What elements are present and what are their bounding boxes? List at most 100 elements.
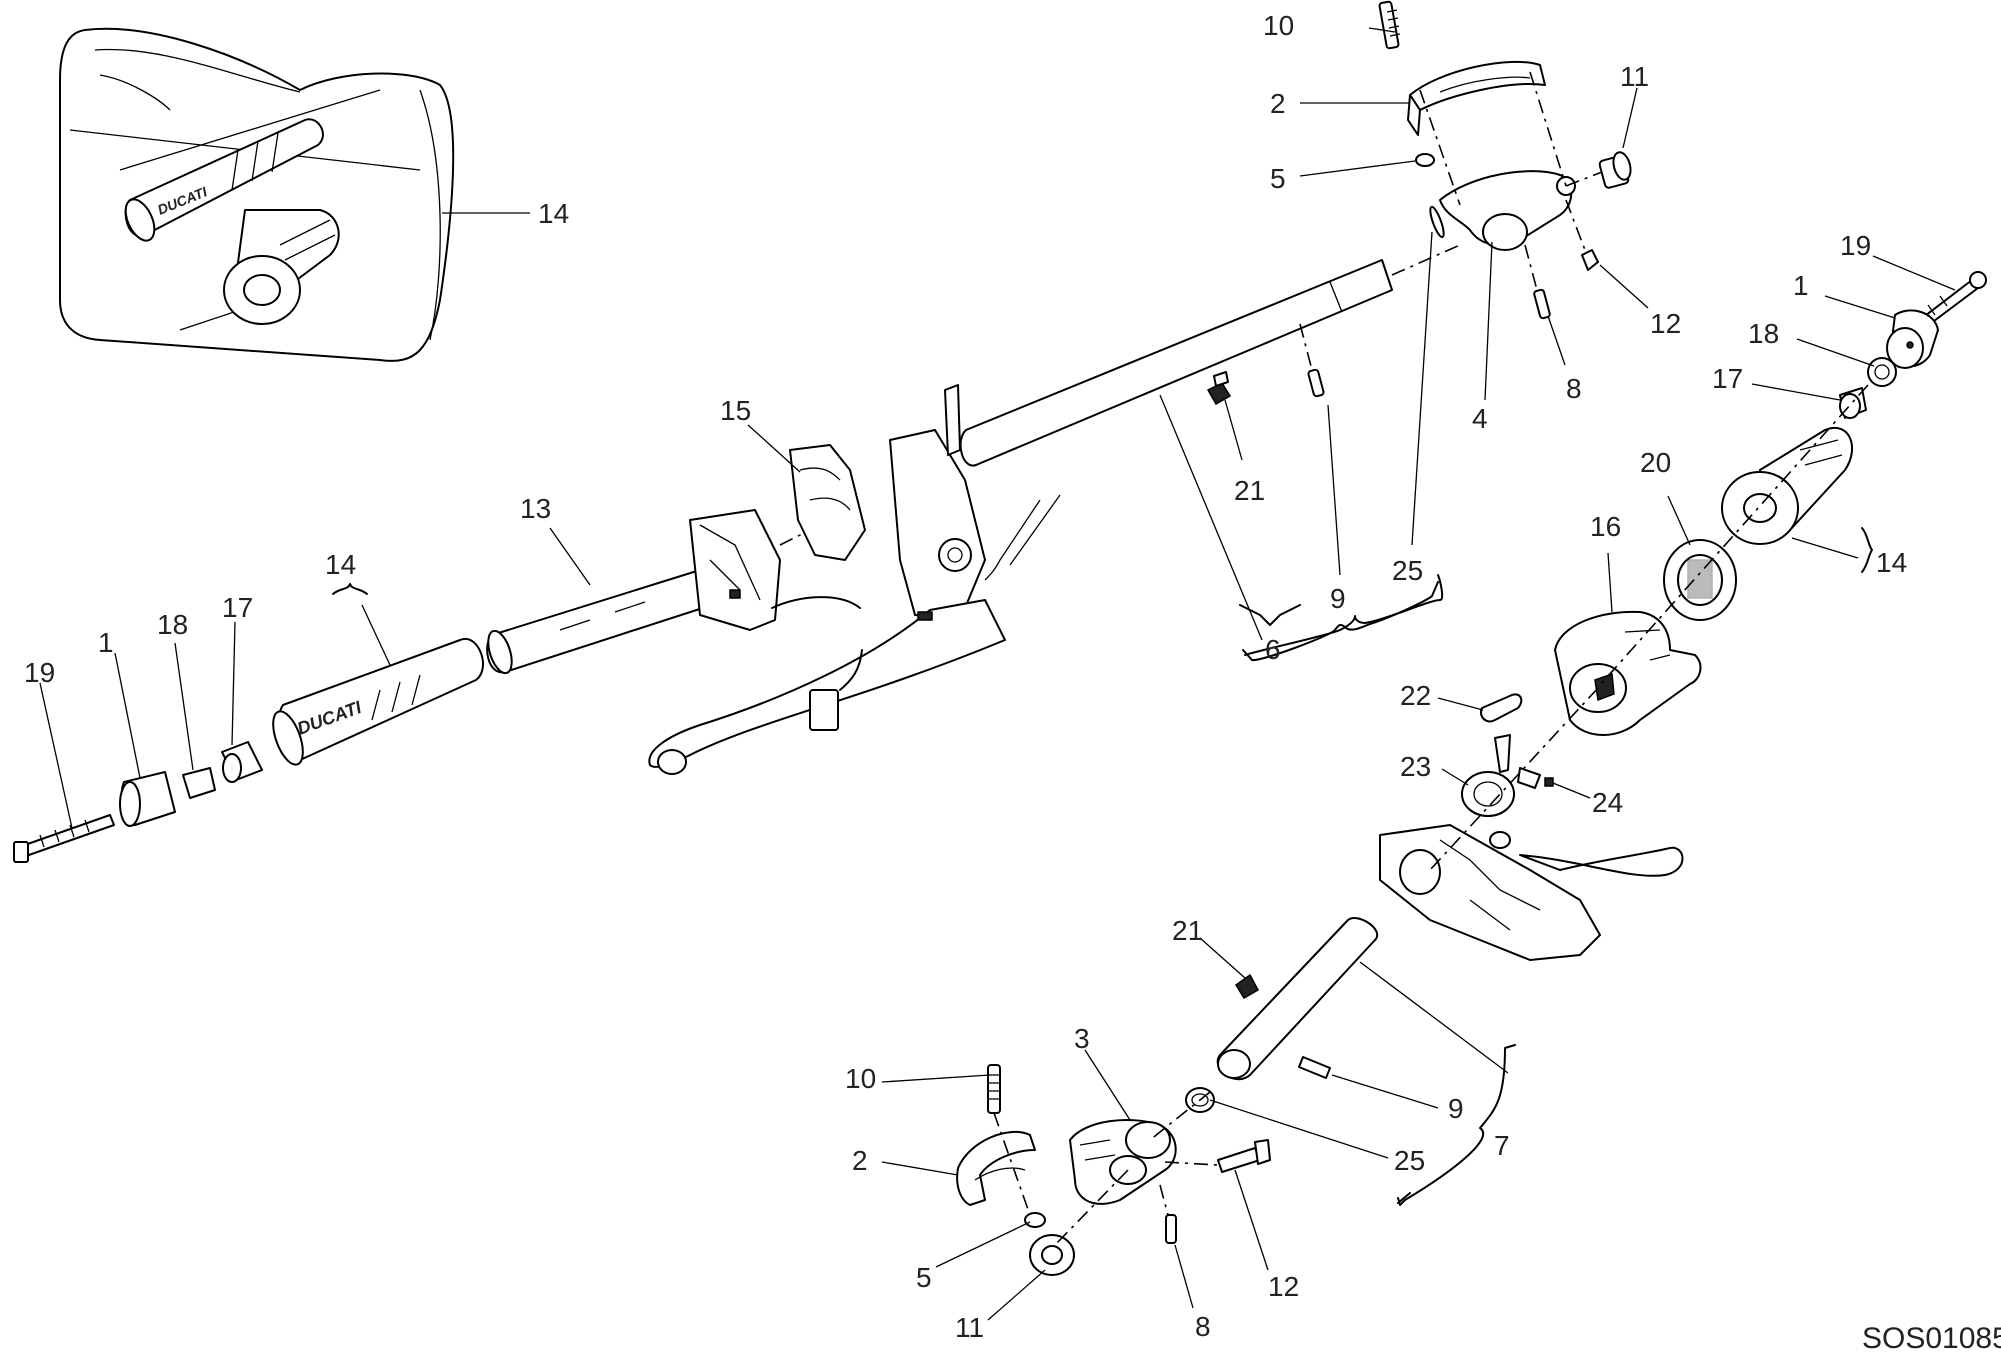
leader-bot-25: [1209, 1099, 1389, 1159]
label-left-14: 14: [325, 549, 356, 580]
clamp-upper-top: [1407, 60, 1576, 251]
lever-22: [1480, 693, 1523, 723]
left-controls-assembly: 15 13: [486, 384, 1061, 775]
pin-8-top: [1307, 368, 1325, 398]
cover-15: [789, 444, 866, 561]
brace-14-left: [332, 583, 368, 595]
right-grip-assembly: 19 1 18 17 20 14 16 22 23 24: [1379, 230, 1987, 961]
label-right-23: 23: [1400, 751, 1431, 782]
brace-14-right: [1861, 527, 1873, 573]
label-bot-21: 21: [1172, 915, 1203, 946]
leader-right-24: [1552, 782, 1591, 799]
leader-bot-3: [1084, 1049, 1131, 1121]
o-ring-25-top: [1429, 205, 1445, 239]
switch-16: [1554, 610, 1702, 736]
label-bot-2: 2: [852, 1145, 868, 1176]
label-left-19: 19: [24, 657, 55, 688]
leader-right-16: [1607, 552, 1613, 613]
bolt-10-top: [1378, 0, 1401, 50]
leader-bot-12: [1234, 1169, 1269, 1271]
leader-bot-10: [881, 1074, 991, 1083]
top-handlebar-assembly: 6 10 2 5 11 12 8 4 25 9 21: [959, 0, 1681, 665]
label-bot-25: 25: [1394, 1145, 1425, 1176]
bottom-handlebar-assembly: 21 3 10 2 5 11 8 12 9 25 7: [845, 915, 1516, 1343]
leader-left-18: [174, 642, 194, 771]
label-bot-12: 12: [1268, 1271, 1299, 1302]
leader-left-17: [231, 621, 236, 746]
label-right-17: 17: [1712, 363, 1743, 394]
pin-9-bottom: [1298, 1056, 1331, 1079]
label-right-22: 22: [1400, 680, 1431, 711]
spacer-18-right: [1867, 357, 1897, 387]
inset-grip-left: DUCATI: [124, 118, 324, 242]
leader-top-12: [1599, 264, 1649, 309]
label-bot-9: 9: [1448, 1093, 1464, 1124]
clamp-23: [1461, 734, 1541, 817]
brake-master-cylinder: [648, 384, 1061, 775]
label-right-18: 18: [1748, 318, 1779, 349]
washer-5-bottom: [1024, 1212, 1046, 1228]
leader-left-19: [39, 682, 73, 829]
leader-bot-5: [935, 1221, 1031, 1268]
leader-right-1: [1824, 295, 1896, 319]
leader-top-10: [1368, 27, 1396, 33]
leader-left-1: [114, 652, 141, 779]
nut-21-bottom: [1234, 973, 1260, 1000]
handlebar-tube-6: [959, 259, 1393, 467]
leader-right-22: [1437, 697, 1484, 711]
plug-11-bottom: [1029, 1234, 1075, 1276]
label-right-20: 20: [1640, 447, 1671, 478]
label-right-14: 14: [1876, 547, 1907, 578]
right-brake-lever-assembly: [1379, 824, 1684, 961]
label-top-6: 6: [1265, 634, 1281, 665]
leader-top-4: [1484, 241, 1493, 401]
leader-top-6: [1159, 394, 1263, 641]
leader-bot-9: [1331, 1074, 1439, 1109]
label-top-11: 11: [1620, 61, 1649, 92]
label-left-13: 13: [520, 493, 551, 524]
bolt-12-top: [1565, 199, 1599, 271]
label-left-18: 18: [157, 609, 188, 640]
leader-bot-11: [987, 1269, 1046, 1321]
grip-14-left: [277, 637, 484, 762]
label-bot-11: 11: [955, 1312, 984, 1343]
label-top-5: 5: [1270, 163, 1286, 194]
label-right-1: 1: [1793, 270, 1809, 301]
leader-right-23: [1441, 768, 1469, 786]
clamp-lower-4: [1439, 170, 1573, 247]
inset-grip-package: DUCATI 14: [59, 27, 569, 362]
bolt-12-bottom: [1164, 1139, 1271, 1173]
nut-21-top: [1206, 382, 1232, 406]
label-inset-14: 14: [538, 198, 569, 229]
clamp-2-bottom: [956, 1130, 1036, 1206]
clamp-3: [1069, 1119, 1177, 1205]
label-top-12: 12: [1650, 308, 1681, 339]
bolt-10-bottom: [987, 1064, 1031, 1216]
plug-11-top: [1565, 151, 1632, 189]
label-left-17: 17: [222, 592, 253, 623]
label-left-1: 1: [98, 627, 114, 658]
housing-20: [1663, 539, 1737, 621]
label-top-9: 9: [1330, 583, 1346, 614]
label-bot-10: 10: [845, 1063, 876, 1094]
spacer-18-left: [182, 767, 216, 799]
drawing-code: SOS01085: [1862, 1322, 2001, 1355]
leader-top-11: [1622, 87, 1638, 149]
leader-top-5: [1299, 160, 1416, 177]
connector-plug: [809, 689, 839, 731]
label-top-25: 25: [1392, 555, 1423, 586]
label-top-2: 2: [1270, 88, 1286, 119]
label-right-19: 19: [1840, 230, 1871, 261]
label-top-8: 8: [1566, 373, 1582, 404]
leader-bot-8: [1174, 1244, 1194, 1309]
leader-right-17: [1751, 383, 1841, 401]
label-bot-3: 3: [1074, 1023, 1090, 1054]
throttle-tube-13: [486, 569, 713, 674]
label-bot-5: 5: [916, 1262, 932, 1293]
leader-bot-7: [1359, 961, 1509, 1074]
leader-top-21: [1224, 399, 1243, 461]
label-right-16: 16: [1590, 511, 1621, 542]
pin-8-bottom: [1165, 1214, 1177, 1244]
leader-right-20: [1667, 495, 1691, 546]
pin-8-clamp: [1533, 288, 1551, 320]
